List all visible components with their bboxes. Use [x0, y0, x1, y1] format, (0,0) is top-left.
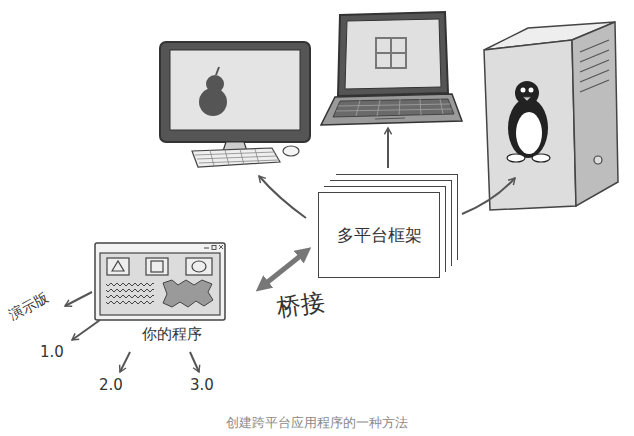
app-window-node: 你的程序 — [95, 243, 249, 344]
node-text: 多平台框架 — [337, 224, 422, 247]
windows-laptop — [321, 12, 462, 125]
figure-caption: 创建跨平台应用程序的一种方法 — [0, 414, 634, 432]
mac-computer — [160, 42, 310, 167]
framework-box: 多平台框架 — [318, 192, 440, 278]
version-number: 1.0 — [40, 343, 64, 361]
bridge-arrow — [262, 252, 305, 286]
linux-tower — [484, 22, 618, 210]
version-number: 3.0 — [190, 376, 214, 394]
node-text: 你的程序 — [95, 325, 249, 344]
app-window — [95, 243, 225, 320]
edge-label: 桥接 — [272, 286, 330, 325]
version-label: 演示版 — [6, 289, 52, 325]
version-number: 2.0 — [99, 376, 123, 394]
